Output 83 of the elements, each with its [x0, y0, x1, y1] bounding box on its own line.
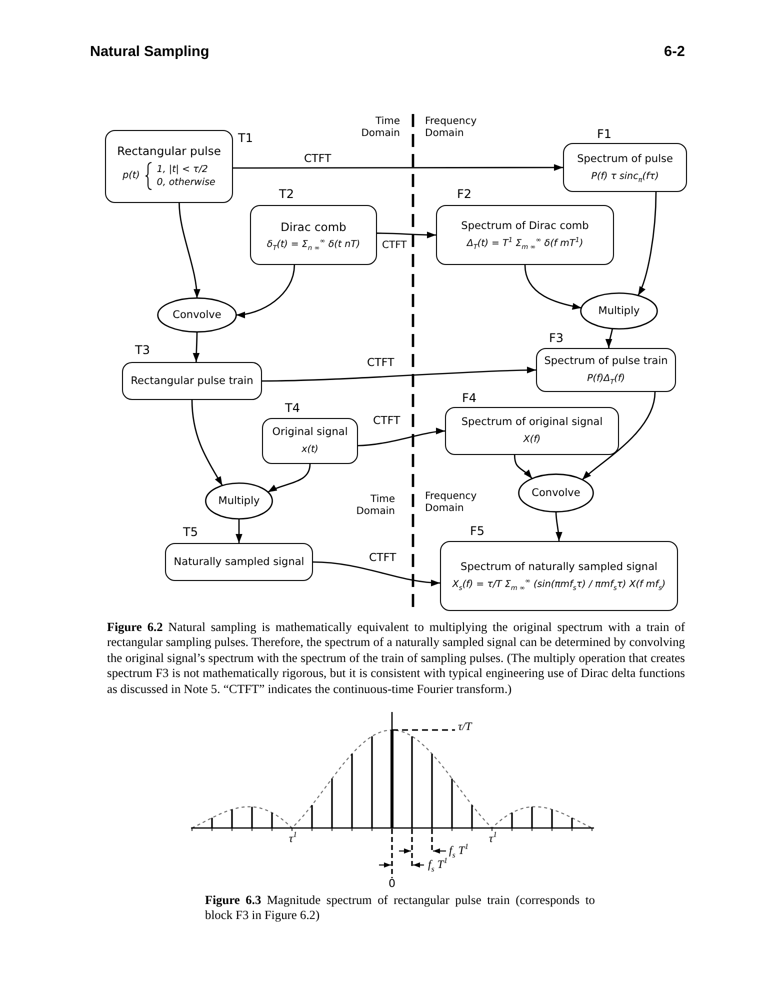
figure-caption: Figure 6.2 Natural sampling is mathematically equivalent to multiplying the original spectrum with a train of rectangular sampling pulses. Therefore, the spectrum of a naturally sampled signal can be determined by convolving the original signal’s spectrum with the spectrum of the train of sampling pulses. (The multiply operation that creates spectrum F3 is not mathematically rigorous, but it is consistent with typical engineering use of Dirac delta functions as discussed in Note 5. “CTFT” indicates the continuous-time Fourier transform.) [107, 620, 685, 698]
arrow [524, 264, 582, 310]
arrow [236, 264, 296, 318]
node-title: Naturally sampled signal [174, 556, 304, 568]
node-title: Spectrum of original signal [461, 416, 603, 429]
process-box [105, 130, 233, 203]
tick-label: 0 [388, 877, 396, 890]
formula: x(t) [302, 443, 318, 456]
process-box [440, 541, 678, 611]
process-box [536, 348, 676, 392]
node-title: Multiply [598, 304, 640, 318]
process-box [250, 205, 377, 265]
process-box [445, 407, 619, 455]
arrow [268, 464, 311, 493]
block-label: T4 [285, 401, 300, 415]
block-label: F5 [470, 524, 485, 538]
arrow [358, 428, 446, 446]
operation-ellipse [157, 297, 237, 333]
page-title: Natural Sampling [90, 44, 210, 60]
domain-label: Frequency Domain [425, 491, 478, 515]
block-label: F4 [462, 391, 477, 405]
arrow [233, 164, 563, 171]
arrow [178, 202, 200, 298]
formula: p(t) [122, 169, 140, 182]
formula: X$_{s}$(f) = τ/T Σ$_{m ∞}$$^{∞}$ (sin(πmf$_{s}$τ) / πmf$_{s}$τ) X(f mf$_{s}$) [452, 578, 666, 591]
node-title: Convolve [532, 486, 580, 500]
node-title: Spectrum of pulse train [544, 355, 668, 368]
formula: 0, otherwise [156, 176, 216, 188]
spacing-label: f$_{s}$ T$^{1}$ [428, 859, 448, 872]
spacing-label: f$_{s}$ T$^{1}$ [449, 845, 469, 858]
edge-label: CTFT [368, 551, 398, 564]
arrow [555, 512, 562, 542]
tick-label: τ$^{1}$ [288, 833, 298, 846]
arrow [312, 561, 440, 586]
formula: Δ$_{T}$(t) = T$^{1}$ Σ$_{m ∞}$$^{∞}$ δ(f mT$^{1}$) [466, 237, 584, 250]
domain-label: Frequency Domain [425, 116, 478, 140]
figure-caption: Figure 6.3 Magnitude spectrum of rectangular pulse train (corresponds to block F3 in Figure 6.2) [205, 893, 595, 924]
process-box [165, 543, 313, 581]
operation-ellipse [580, 292, 658, 330]
node-title: Multiply [218, 494, 260, 508]
process-box [436, 205, 614, 265]
process-box [262, 418, 358, 464]
block-label: F1 [597, 127, 612, 141]
arrow [191, 400, 223, 486]
node-title: Rectangular pulse [117, 144, 221, 158]
formula: δ$_{T}$(t) = Σ$_{n ∞}$$^{∞}$ δ(t nT) [266, 238, 360, 250]
process-box [563, 143, 687, 192]
formula: 1, |t| < τ/2 [156, 162, 209, 176]
edge-label: CTFT [303, 152, 332, 165]
block-label: T3 [135, 343, 150, 357]
arrow [192, 332, 200, 362]
domain-label: Time Domain [360, 116, 400, 140]
node-title: Original signal [272, 426, 348, 439]
block-label: T2 [279, 187, 294, 201]
node-title: Spectrum of pulse [577, 152, 673, 166]
tick-label: τ$^{1}$ [488, 833, 498, 846]
arrow [377, 232, 436, 238]
edge-label: CTFT [372, 414, 402, 427]
formula: X(f) [523, 433, 541, 446]
page-number: 6-2 [664, 44, 685, 60]
node-title: Rectangular pulse train [130, 374, 254, 388]
arrow [606, 328, 614, 348]
arrow [582, 392, 656, 480]
block-label: F3 [549, 331, 564, 345]
domain-label: Time Domain [355, 494, 395, 518]
node-title: Convolve [172, 308, 222, 322]
block-label: F2 [457, 187, 472, 201]
operation-ellipse [205, 482, 273, 520]
arrow [638, 192, 657, 296]
operation-ellipse [518, 473, 594, 513]
node-title: Spectrum of Dirac comb [461, 220, 589, 233]
peak-label: τ/T [458, 721, 472, 734]
edge-label: CTFT [366, 356, 396, 369]
formula: P(f)Δ$_{T}$(f) [587, 372, 625, 385]
arrow [514, 454, 533, 480]
process-box [122, 362, 262, 400]
block-label: T1 [238, 131, 253, 145]
formula: P(f) τ sinc$_{π}$(fτ) [591, 170, 659, 182]
arrow [236, 518, 242, 543]
block-label: T5 [183, 525, 198, 539]
node-title: Spectrum of naturally sampled signal [460, 561, 658, 574]
node-title: Dirac comb [280, 220, 346, 234]
arrow [262, 366, 536, 382]
